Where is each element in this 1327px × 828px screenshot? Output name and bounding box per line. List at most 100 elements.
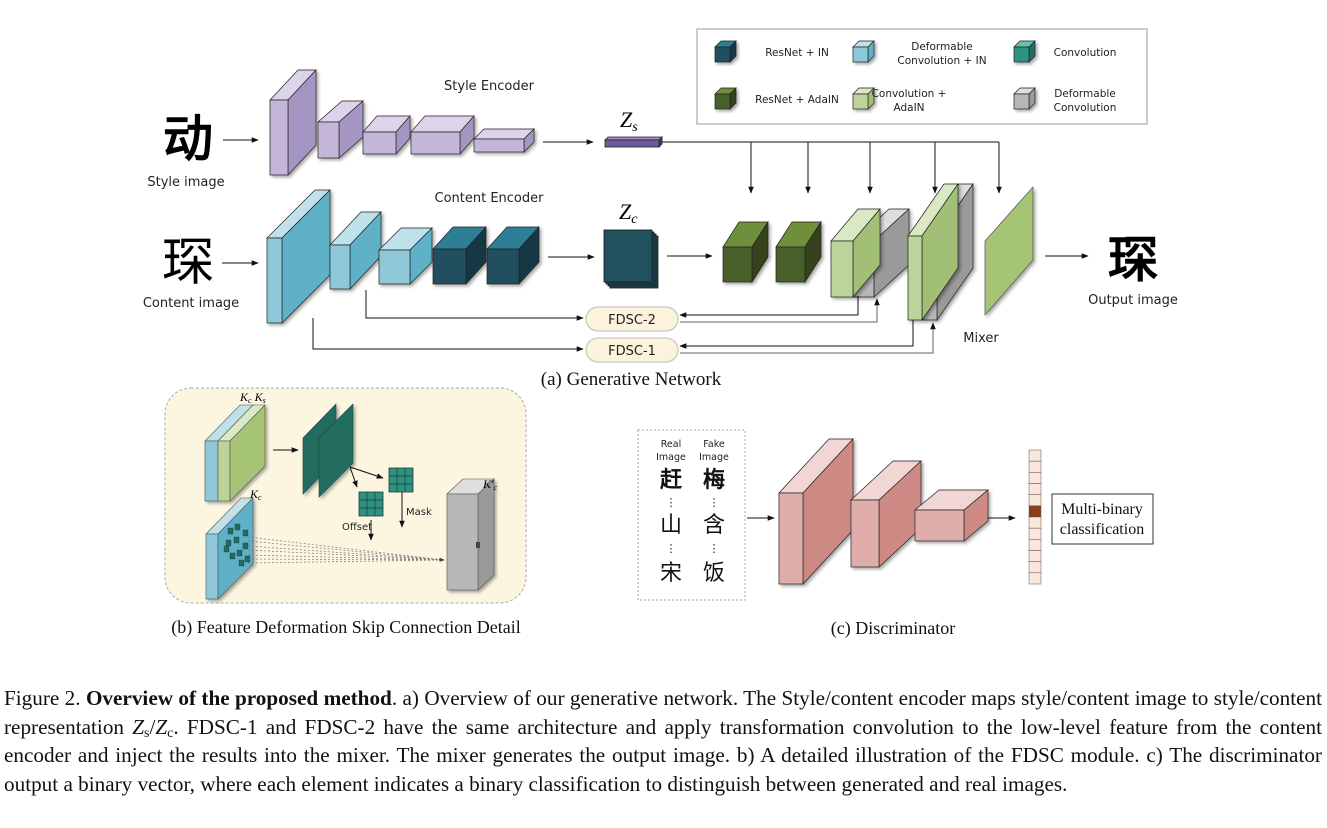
discriminator-block	[850, 460, 922, 568]
content-encoder	[266, 189, 540, 324]
ellipsis: ⋮	[666, 542, 677, 555]
skip-connections	[312, 290, 936, 354]
subcaption-c: (c) Discriminator	[831, 618, 955, 639]
discriminator-block	[914, 489, 989, 542]
mixer-block-resnet-adain	[722, 220, 769, 284]
zs-label: Zs	[620, 107, 638, 135]
style-encoder-block	[473, 128, 535, 153]
fdsc-1-label: FDSC-1	[608, 344, 656, 359]
mixer-output-plane	[984, 186, 1034, 316]
discriminator-layers	[778, 438, 989, 585]
content-encoder-block	[266, 189, 331, 324]
legend-swatch-icon	[714, 87, 737, 110]
offset-label: Offset	[342, 522, 372, 533]
sampling-rays	[247, 536, 445, 564]
sample-char: 山	[660, 513, 682, 538]
vector-cell	[1028, 472, 1042, 484]
legend-frame	[696, 28, 1148, 125]
legend-label: ResNet + IN	[765, 47, 829, 59]
mixer	[722, 182, 1034, 322]
content-encoder-label: Content Encoder	[435, 191, 545, 206]
figure-caption: Figure 2. Overview of the proposed metho…	[4, 684, 1322, 798]
legend-item: ResNet + IN	[714, 40, 829, 63]
vector-cell	[1028, 572, 1042, 585]
style-encoder-label: Style Encoder	[444, 79, 535, 94]
vector-cell	[1028, 460, 1042, 473]
style-encoder-block	[317, 100, 364, 159]
sample-char: 饭	[703, 561, 725, 586]
vector-cell	[1028, 527, 1042, 540]
fake-samples: 梅⋮含⋮饭	[703, 467, 725, 586]
zc-label: Zc	[619, 199, 638, 227]
legend-label: Convolution	[1054, 47, 1117, 59]
input-samples-frame	[637, 429, 746, 601]
zc-feature-maps	[603, 229, 659, 289]
mask-label: Mask	[406, 507, 432, 518]
classification-box	[1051, 493, 1154, 545]
sample-char: 梅	[703, 467, 725, 493]
ellipsis: ⋮	[666, 496, 677, 509]
mask-grid	[388, 467, 414, 493]
output-image-char: 琛	[1108, 231, 1158, 289]
fdsc-1-module: FDSC-1	[585, 337, 679, 363]
fdsc-2-module: FDSC-2	[585, 306, 679, 332]
legend-label: ResNet + AdaIN	[755, 94, 839, 106]
vector-cell	[1028, 449, 1042, 462]
legend-swatch-icon	[1013, 87, 1036, 110]
vector-cell	[1028, 494, 1042, 507]
zs-vector	[604, 136, 663, 148]
style-encoder-block	[362, 115, 411, 155]
caption-title: Overview of the proposed method	[85, 686, 392, 710]
legend-item: Convolution	[1013, 40, 1117, 63]
legend-item: ResNet + AdaIN	[714, 87, 839, 110]
kc-ks-feature-block	[204, 404, 266, 502]
style-image-label: Style image	[147, 175, 224, 190]
content-encoder-block	[329, 211, 382, 290]
legend-label: Convolution +AdaIN	[872, 88, 947, 114]
real-samples: 赶 ⋮ 山 ⋮ 宋	[659, 467, 683, 586]
caption-text-2: . FDSC-1 and FDSC-2 have the same archit…	[4, 714, 1322, 796]
style-image-char: 动	[163, 110, 213, 168]
generative-network: 动 Style image Style Encoder Zs 琛 Content…	[143, 69, 1178, 390]
offset-conv-layers	[302, 403, 354, 498]
content-encoder-block	[432, 226, 487, 285]
figure-label: Figure 2.	[4, 686, 81, 710]
offset-grid	[358, 491, 384, 517]
vector-cell-active	[1028, 505, 1042, 518]
branch-arrows	[349, 466, 405, 541]
content-encoder-block	[486, 226, 540, 285]
caption-math: Zs/Zc	[132, 714, 174, 741]
legend-swatch-icon	[1013, 40, 1036, 63]
mixer-block-conv-adain	[830, 208, 881, 298]
subcaption-b: (b) Feature Deformation Skip Connection …	[171, 617, 520, 638]
kc-feature-block	[205, 497, 254, 600]
content-image-char: 琛	[162, 233, 214, 293]
kc-sample-points	[223, 523, 251, 567]
vector-cell	[1028, 516, 1042, 529]
mixer-label: Mixer	[963, 331, 999, 346]
content-encoder-block	[378, 227, 433, 285]
sample-char: 赶	[659, 467, 683, 493]
discriminator-block	[778, 438, 854, 585]
subcaption-a: (a) Generative Network	[541, 369, 722, 390]
caption-text-1: . a) Overview of our generative network.…	[4, 686, 1322, 739]
style-encoder-block	[269, 69, 317, 176]
style-broadcast-lines	[662, 141, 1002, 194]
sample-char: 宋	[660, 561, 682, 586]
vector-cell	[1028, 550, 1042, 562]
legend-swatch-icon	[852, 40, 875, 63]
legend-swatch-icon	[852, 87, 875, 110]
style-encoder	[269, 69, 535, 176]
vector-cell	[1028, 483, 1042, 495]
content-image-label: Content image	[143, 296, 239, 311]
kc-prime-feature-block	[446, 478, 495, 591]
output-binary-vector	[1028, 449, 1042, 585]
